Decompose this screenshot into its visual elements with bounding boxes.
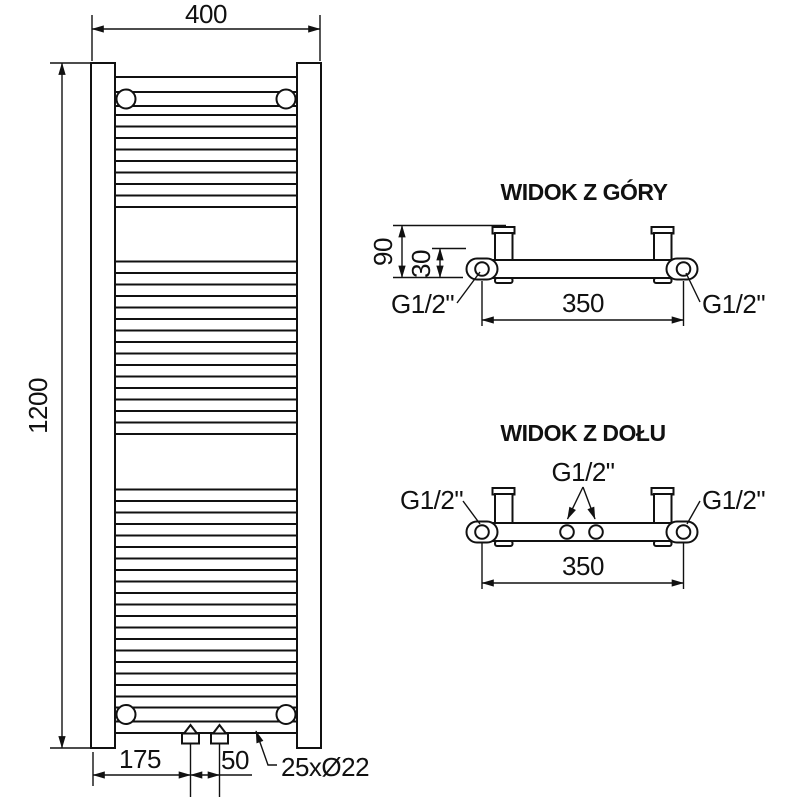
dim-depth-label: 90 — [368, 238, 398, 266]
mounting-bracket-circle — [275, 704, 297, 725]
center-connection-circle-right — [588, 524, 604, 540]
thread-label-left-text: G1/2" — [391, 289, 454, 319]
left-collector-tube — [90, 62, 116, 749]
rungs-callout-label: 25xØ22 — [281, 752, 369, 782]
dim-pipe-offset-label: 30 — [406, 250, 436, 278]
connection-circle-right-bottom — [675, 524, 692, 540]
valve-connection-left — [181, 723, 200, 797]
valve-connection-right — [210, 723, 229, 797]
dim-connections-350-bottom: 350 — [481, 543, 685, 589]
thread-label-right-text: G1/2" — [702, 289, 765, 319]
dim-width-label: 400 — [185, 0, 227, 29]
bracket-foot-right-bottom — [653, 540, 673, 547]
thread-label-left-bottom: G1/2" — [400, 485, 481, 525]
wall-bracket-right — [650, 226, 675, 262]
radiator-profile-bar-bottom — [488, 522, 675, 542]
thread-label-right-bottom: G1/2" — [686, 485, 766, 525]
bottom-view: WIDOK Z DOŁU G1/2" G1/2" — [400, 420, 766, 589]
rung-group-top — [115, 114, 297, 208]
wall-bracket-right-bottom — [650, 487, 675, 525]
mounting-bracket-circle — [275, 88, 297, 110]
wall-bracket-left-bottom — [491, 487, 516, 525]
bracket-foot-left — [494, 277, 514, 284]
top-view-title: WIDOK Z GÓRY — [501, 178, 668, 205]
mounting-bracket-circle — [115, 88, 137, 110]
rungs-callout: 25xØ22 — [255, 730, 370, 782]
right-collector-tube — [296, 62, 322, 749]
connection-circle-left — [474, 261, 490, 277]
connection-circle-right — [675, 261, 692, 277]
top-bracket-bar — [115, 88, 297, 110]
dim-height-label: 1200 — [23, 378, 53, 434]
thread-label-left: G1/2" — [391, 271, 481, 319]
dim-valve-offset-label: 175 — [119, 744, 161, 774]
connection-circle-left-bottom — [474, 524, 490, 540]
thread-label-center-text: G1/2" — [551, 457, 614, 487]
thread-label-right-bottom-text: G1/2" — [702, 485, 765, 515]
top-view: WIDOK Z GÓRY 90 30 — [368, 178, 766, 326]
bracket-foot-right — [653, 277, 673, 284]
dim-connections-350-top: 350 — [481, 281, 685, 326]
bottom-bracket-bar — [115, 704, 297, 725]
dim-valve-spacing-label: 50 — [221, 745, 249, 775]
dim-height-1200: 1200 — [23, 62, 114, 749]
dim-connections-label-bottom: 350 — [562, 551, 604, 581]
bracket-foot-left-bottom — [494, 540, 514, 547]
thread-label-right: G1/2" — [685, 272, 766, 319]
rung-group-middle — [115, 260, 297, 435]
bottom-view-title: WIDOK Z DOŁU — [500, 420, 665, 446]
dim-pipe-offset-30: 30 — [406, 247, 466, 279]
center-connection-circle-left — [559, 524, 575, 540]
dim-valve-offset-175: 175 — [92, 744, 192, 786]
front-view: 400 1200 — [23, 0, 370, 797]
dim-connections-label-top: 350 — [562, 288, 604, 318]
rung-group-bottom — [115, 488, 297, 698]
thread-label-left-bottom-text: G1/2" — [400, 485, 463, 515]
mounting-bracket-circle — [115, 704, 137, 725]
dim-valve-spacing-50: 50 — [189, 745, 252, 779]
dim-width-400: 400 — [91, 0, 321, 61]
radiator-profile-bar — [488, 259, 675, 279]
dim-depth-90: 90 — [368, 224, 506, 279]
wall-bracket-left — [491, 226, 516, 262]
thread-label-center: G1/2" — [551, 457, 615, 520]
